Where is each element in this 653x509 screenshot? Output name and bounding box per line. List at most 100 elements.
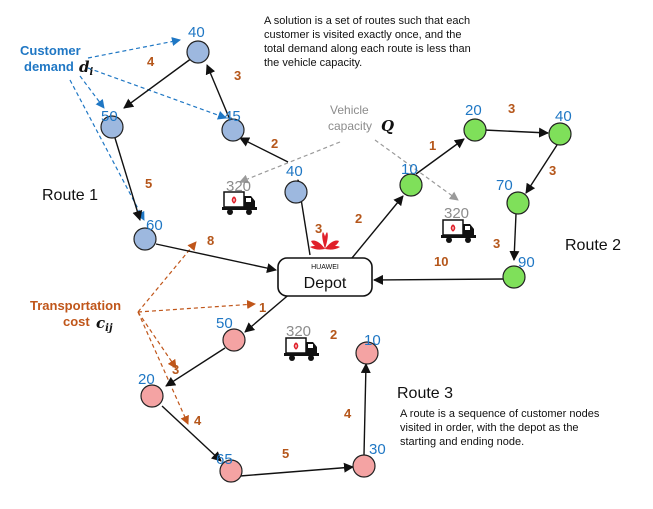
- customer-node: [355, 341, 379, 365]
- demand-label: 10: [364, 332, 381, 349]
- edge-r3b-r3c: [161, 405, 222, 462]
- svg-text:A route is a sequence of custo: A route is a sequence of customer nodes: [400, 408, 600, 420]
- svg-text:visited in order, with the dep: visited in order, with the depot as the: [400, 422, 579, 434]
- edge-r1e-depot: [155, 243, 277, 273]
- customer-node: [222, 328, 246, 352]
- transport-cost-legend: Transportation cost cij: [30, 298, 121, 334]
- truck-icon: [440, 219, 477, 244]
- customer-node: [506, 191, 530, 215]
- cost-r3b-r3c: 4: [194, 413, 202, 428]
- customer-node: [352, 454, 376, 478]
- truck-icon: [283, 337, 320, 362]
- customer-node: [548, 122, 572, 146]
- cost-r1e-depot: 8: [207, 233, 214, 248]
- demand-label: 20: [138, 371, 155, 388]
- cost-r2c-r2d: 3: [549, 163, 556, 178]
- edge-depot-r2a: [351, 195, 404, 259]
- truck-capacity: 320: [444, 205, 469, 222]
- edge-r3d-r3e: [360, 363, 371, 456]
- capacity-annotation-lines: [239, 139, 459, 201]
- edge-r2c-r2d: [525, 144, 558, 194]
- cost-r1d-r1c: 2: [271, 136, 278, 151]
- cost-r2e-depot: 10: [434, 254, 448, 269]
- customer-node: [284, 180, 308, 204]
- demand-label: 40: [555, 108, 572, 125]
- cost-r1c-r1a: 3: [234, 68, 241, 83]
- edge-r3a-r3b: [165, 347, 226, 387]
- demand-label: 30: [369, 441, 386, 458]
- demand-annotation-lines: [69, 37, 227, 221]
- truck-route3: 320: [283, 323, 320, 362]
- capacity-symbol: Q: [381, 117, 394, 135]
- cost-r3e-depot: 2: [330, 327, 337, 342]
- depot: HUAWEI Depot: [277, 232, 373, 297]
- cost-r3a-r3b: 3: [172, 362, 179, 377]
- transport-cost-line1: Transportation: [30, 298, 121, 313]
- route-note: A route is a sequence of customer nodes …: [400, 408, 600, 448]
- huawei-logo-icon: [310, 232, 340, 250]
- cost-symbol: cij: [96, 314, 113, 334]
- cost-depot-r3a: 1: [259, 300, 266, 315]
- edge-depot-r3a: [244, 291, 293, 333]
- transport-cost-line2: cost: [63, 314, 90, 329]
- solution-note: A solution is a set of routes such that …: [264, 15, 471, 69]
- customer-node: [133, 227, 157, 251]
- demand-label: 45: [224, 108, 241, 125]
- customer-node: [219, 459, 243, 483]
- customer-node: [463, 118, 487, 142]
- customer-node: [221, 118, 245, 142]
- customer-demand-line2: demand: [24, 59, 74, 74]
- demand-label: 50: [101, 108, 118, 125]
- vehicle-capacity-line1: Vehicle: [330, 103, 369, 117]
- cost-r3c-r3d: 5: [282, 446, 289, 461]
- truck-icon: [221, 191, 258, 216]
- edge-r1b-r1e: [114, 137, 143, 221]
- edge-r2b-r2c: [483, 127, 549, 138]
- edge-r3c-r3d: [239, 462, 354, 477]
- demand-label: 60: [146, 217, 163, 234]
- demand-label: 40: [286, 163, 303, 180]
- customer-demand-legend: Customer demand di: [20, 43, 94, 78]
- customer-node: [502, 265, 526, 289]
- cost-r2b-r2c: 3: [508, 101, 515, 116]
- demand-label: 90: [518, 254, 535, 271]
- demand-label: 20: [465, 102, 482, 119]
- edge-r1a-r1b: [123, 57, 193, 109]
- demand-label: 40: [188, 24, 205, 41]
- demand-labels: 40 50 45 40 60 10 20 40 70 90 50 20 65 3…: [101, 24, 572, 468]
- cost-r3d-r3e: 4: [344, 406, 352, 421]
- demand-symbol: di: [79, 58, 94, 78]
- svg-text:starting and ending node.: starting and ending node.: [400, 436, 524, 448]
- cost-r2a-r2b: 1: [429, 138, 436, 153]
- edge-r1c-r1a: [205, 64, 231, 121]
- demand-label: 70: [496, 177, 513, 194]
- demand-label: 65: [216, 451, 233, 468]
- demand-label: 10: [401, 161, 418, 178]
- vehicle-capacity-legend: Vehicle capacity Q: [328, 103, 394, 135]
- cost-r2d-r2e: 3: [493, 236, 500, 251]
- edge-r2a-r2b: [415, 138, 465, 175]
- customer-demand-line1: Customer: [20, 43, 81, 58]
- cost-depot-r1d: 3: [315, 221, 322, 236]
- depot-label: Depot: [304, 275, 347, 292]
- edge-r2e-depot: [373, 274, 504, 285]
- vehicle-capacity-line2: capacity: [328, 119, 372, 133]
- customer-nodes: [100, 40, 572, 483]
- customer-node: [100, 115, 124, 139]
- svg-text:A solution is a set of routes: A solution is a set of routes such that …: [264, 15, 470, 27]
- depot-brand: HUAWEI: [311, 264, 339, 271]
- truck-route1: 320: [221, 178, 258, 216]
- cost-depot-r2a: 2: [355, 211, 362, 226]
- svg-text:total demand along each route: total demand along each route is less th…: [264, 43, 471, 55]
- truck-capacity: 320: [226, 178, 251, 195]
- truck-capacity: 320: [286, 323, 311, 340]
- route-2-label: Route 2: [565, 237, 621, 254]
- customer-node: [399, 173, 423, 197]
- svg-text:the vehicle capacity.: the vehicle capacity.: [264, 57, 362, 69]
- truck-route2: 320: [440, 205, 477, 244]
- demand-label: 50: [216, 315, 233, 332]
- cost-r1b-r1e: 5: [145, 176, 152, 191]
- customer-node: [140, 384, 164, 408]
